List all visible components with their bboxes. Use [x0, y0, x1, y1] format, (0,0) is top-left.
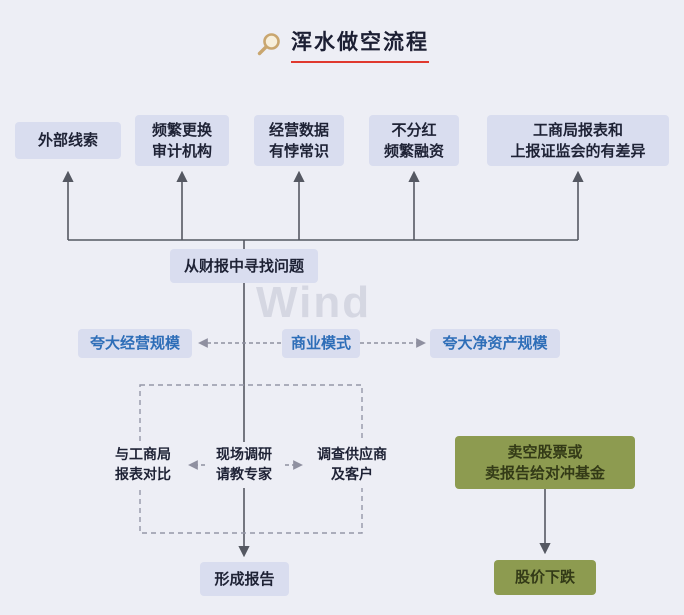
node-compare-registry-reports: 与工商局 报表对比	[104, 442, 182, 488]
node-audit-firm-changes: 频繁更换 审计机构	[135, 115, 229, 166]
page-title: 浑水做空流程	[291, 26, 429, 63]
node-form-report: 形成报告	[200, 562, 289, 596]
node-business-model: 商业模式	[282, 329, 360, 358]
node-short-sell-or-sell-report: 卖空股票或 卖报告给对冲基金	[455, 436, 635, 489]
node-external-clues: 外部线索	[15, 122, 121, 159]
node-find-problems-in-financials: 从财报中寻找问题	[170, 249, 318, 283]
wind-watermark: Wind	[256, 278, 372, 327]
node-abnormal-operating-data: 经营数据 有悖常识	[254, 115, 344, 166]
magnifier-icon	[255, 31, 282, 58]
node-no-dividend-frequent-financing: 不分红 频繁融资	[369, 115, 459, 166]
node-report-discrepancy: 工商局报表和 上报证监会的有差异	[487, 115, 669, 166]
node-stock-price-drop: 股价下跌	[494, 560, 596, 595]
node-exaggerate-net-assets: 夸大净资产规模	[430, 329, 560, 358]
node-exaggerate-operations: 夸大经营规模	[78, 329, 192, 358]
node-investigate-suppliers-customers: 调查供应商 及客户	[309, 442, 395, 488]
node-field-research-experts: 现场调研 请教专家	[205, 442, 283, 488]
title-row: 浑水做空流程	[0, 26, 684, 63]
